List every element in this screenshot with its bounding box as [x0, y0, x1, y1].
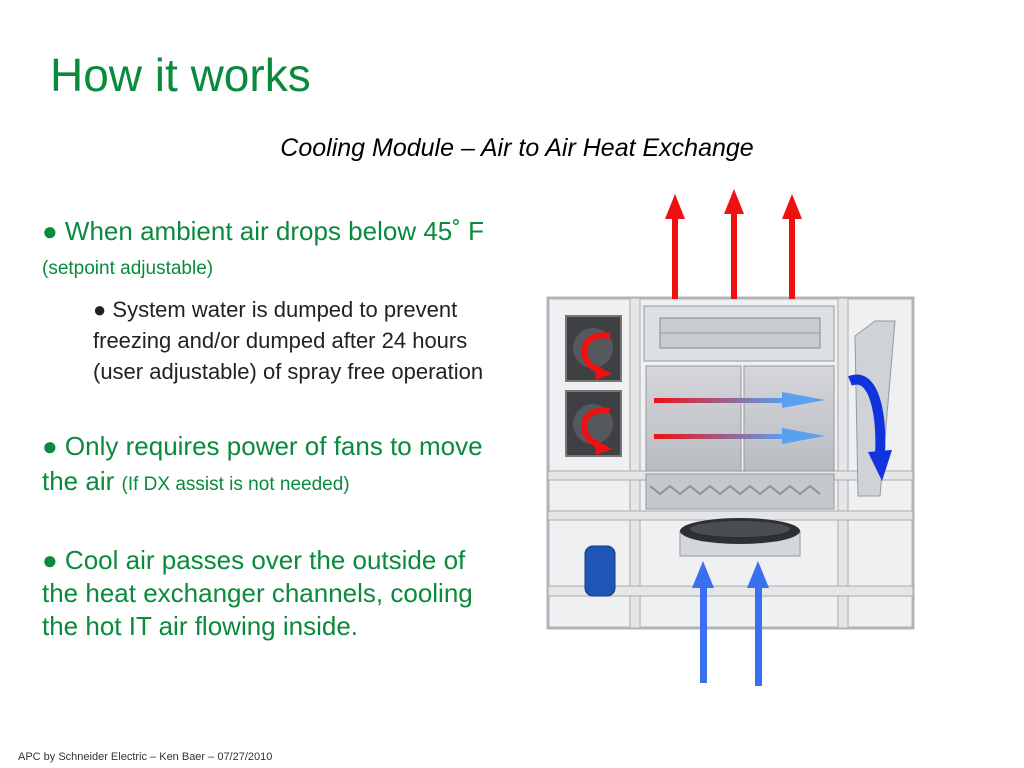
- cooling-module-diagram: [546, 189, 915, 686]
- setpoint-note: (setpoint adjustable): [42, 258, 214, 279]
- bottom-fan: [679, 518, 801, 557]
- slide-title: How it works: [50, 49, 311, 101]
- hot-exhaust-arrows: [665, 189, 802, 299]
- heat-exchange-arrows: [654, 392, 825, 444]
- slide-footer: APC by Schneider Electric – Ken Baer – 0…: [18, 751, 273, 763]
- sub-bullet-water-dump: ● System water is dumped to prevent free…: [93, 297, 484, 384]
- compressor: [584, 545, 616, 597]
- fan-rotation-arrows: [581, 332, 612, 455]
- top-damper: [643, 305, 835, 362]
- bullet-fan-power-text: ● Only requires power of fans to move th…: [42, 431, 483, 496]
- bullet-ambient-air-text: ● When ambient air drops below 45˚ F: [42, 216, 485, 246]
- dx-assist-note: (If DX assist is not needed): [121, 474, 350, 495]
- bullet-list: ● When ambient air drops below 45˚ F (se…: [42, 214, 492, 643]
- slide-subtitle: Cooling Module – Air to Air Heat Exchang…: [280, 134, 754, 162]
- heat-exchanger: [645, 365, 835, 510]
- bullet-fan-power: ● Only requires power of fans to move th…: [42, 429, 492, 502]
- bullet-cool-air: ● Cool air passes over the outside of th…: [42, 545, 473, 641]
- cool-air-return-arrow: [848, 374, 892, 481]
- bullet-ambient-air: ● When ambient air drops below 45˚ F (se…: [42, 214, 492, 286]
- cool-air-intake-arrows: [692, 561, 769, 686]
